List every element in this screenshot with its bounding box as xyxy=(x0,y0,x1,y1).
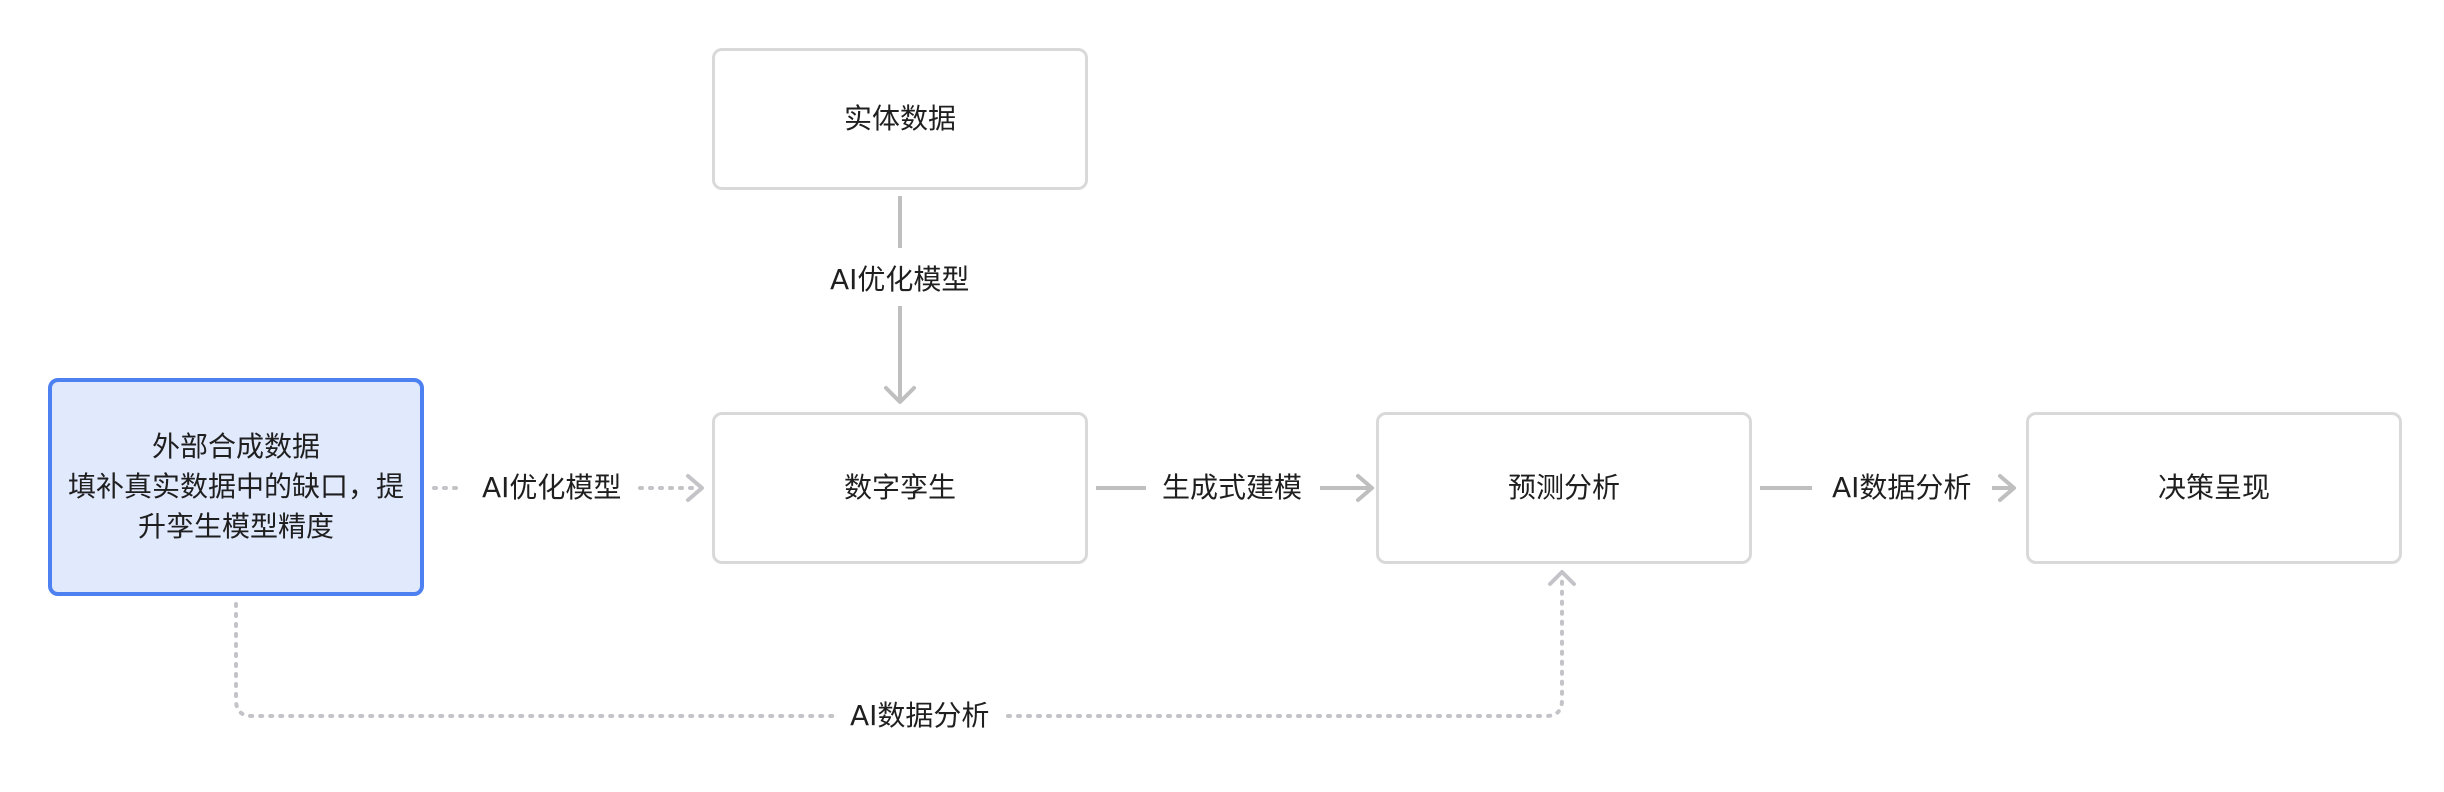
connector-entity-to-twin xyxy=(884,196,916,404)
edge-label-predict-to-decision: AI数据分析 xyxy=(1832,470,1972,506)
node-digital-twin-label: 数字孪生 xyxy=(843,471,956,504)
connector-predict-to-decision xyxy=(1760,474,2016,502)
node-synthetic-data-line1: 外部合成数据 xyxy=(151,430,320,463)
edge-label-synthetic-to-predict: AI数据分析 xyxy=(850,698,990,734)
node-synthetic-data: 外部合成数据 填补真实数据中的缺口，提 升孪生模型精度 xyxy=(48,378,424,596)
node-entity-data-label: 实体数据 xyxy=(843,102,956,135)
node-decision-presentation: 决策呈现 xyxy=(2026,412,2402,564)
node-entity-data: 实体数据 xyxy=(712,48,1088,190)
edge-label-synthetic-to-twin: AI优化模型 xyxy=(482,470,622,506)
connector-synthetic-to-twin xyxy=(432,474,704,502)
node-predictive-analysis: 预测分析 xyxy=(1376,412,1752,564)
edge-label-twin-to-predict: 生成式建模 xyxy=(1162,470,1303,506)
node-predictive-analysis-label: 预测分析 xyxy=(1507,471,1620,504)
node-decision-presentation-label: 决策呈现 xyxy=(2157,471,2270,504)
edge-label-entity-to-twin: AI优化模型 xyxy=(830,262,970,298)
connector-twin-to-predict xyxy=(1096,474,1374,502)
node-synthetic-data-line2: 填补真实数据中的缺口，提 xyxy=(67,470,404,503)
node-synthetic-data-line3: 升孪生模型精度 xyxy=(137,510,334,543)
node-digital-twin: 数字孪生 xyxy=(712,412,1088,564)
connector-synthetic-to-predict xyxy=(234,570,1576,718)
